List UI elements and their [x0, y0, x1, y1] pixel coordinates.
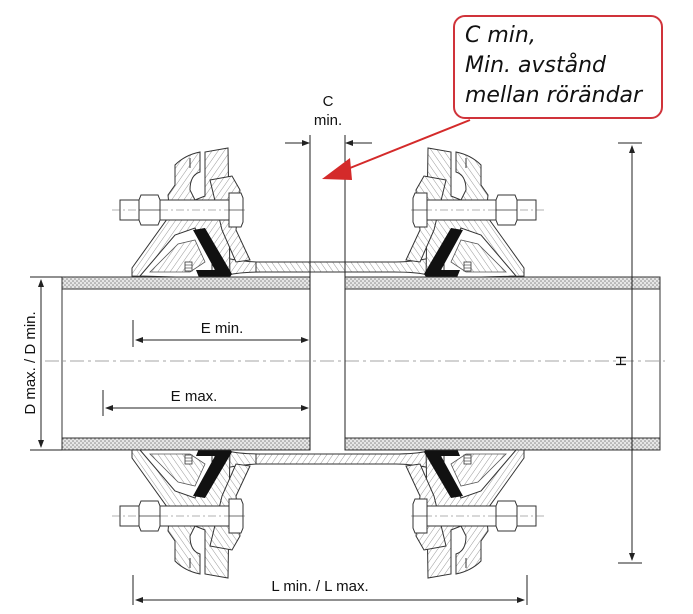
- h-dimension: H: [613, 142, 642, 564]
- c-min-label: min.: [314, 112, 342, 129]
- d-label: D max. / D min.: [22, 311, 39, 414]
- pipe-left: [61, 276, 311, 451]
- c-dimension: C min.: [285, 93, 372, 146]
- callout-box: C min, Min. avstånd mellan rörändar: [453, 15, 663, 119]
- e-min-label: E min.: [201, 320, 244, 337]
- callout-line-3: mellan rörändar: [465, 83, 643, 108]
- e-max-dimension: E max.: [102, 388, 309, 416]
- coupling-bottom-left: [111, 445, 401, 579]
- h-label: H: [613, 356, 630, 367]
- callout-arrow: [322, 119, 471, 180]
- l-label: L min. / L max.: [271, 578, 368, 595]
- d-dimension: D max. / D min.: [22, 276, 62, 451]
- e-min-dimension: E min.: [132, 320, 309, 347]
- c-label: C: [323, 93, 334, 110]
- coupling-top-right: [255, 147, 545, 281]
- coupling-top-left: [111, 147, 401, 281]
- callout-line-2: Min. avstånd: [465, 53, 607, 78]
- l-dimension: L min. / L max.: [132, 575, 528, 605]
- coupling-bottom-right: [255, 445, 545, 579]
- callout-line-1: C min,: [465, 23, 536, 48]
- pipe-right: [344, 276, 661, 451]
- e-max-label: E max.: [171, 388, 218, 405]
